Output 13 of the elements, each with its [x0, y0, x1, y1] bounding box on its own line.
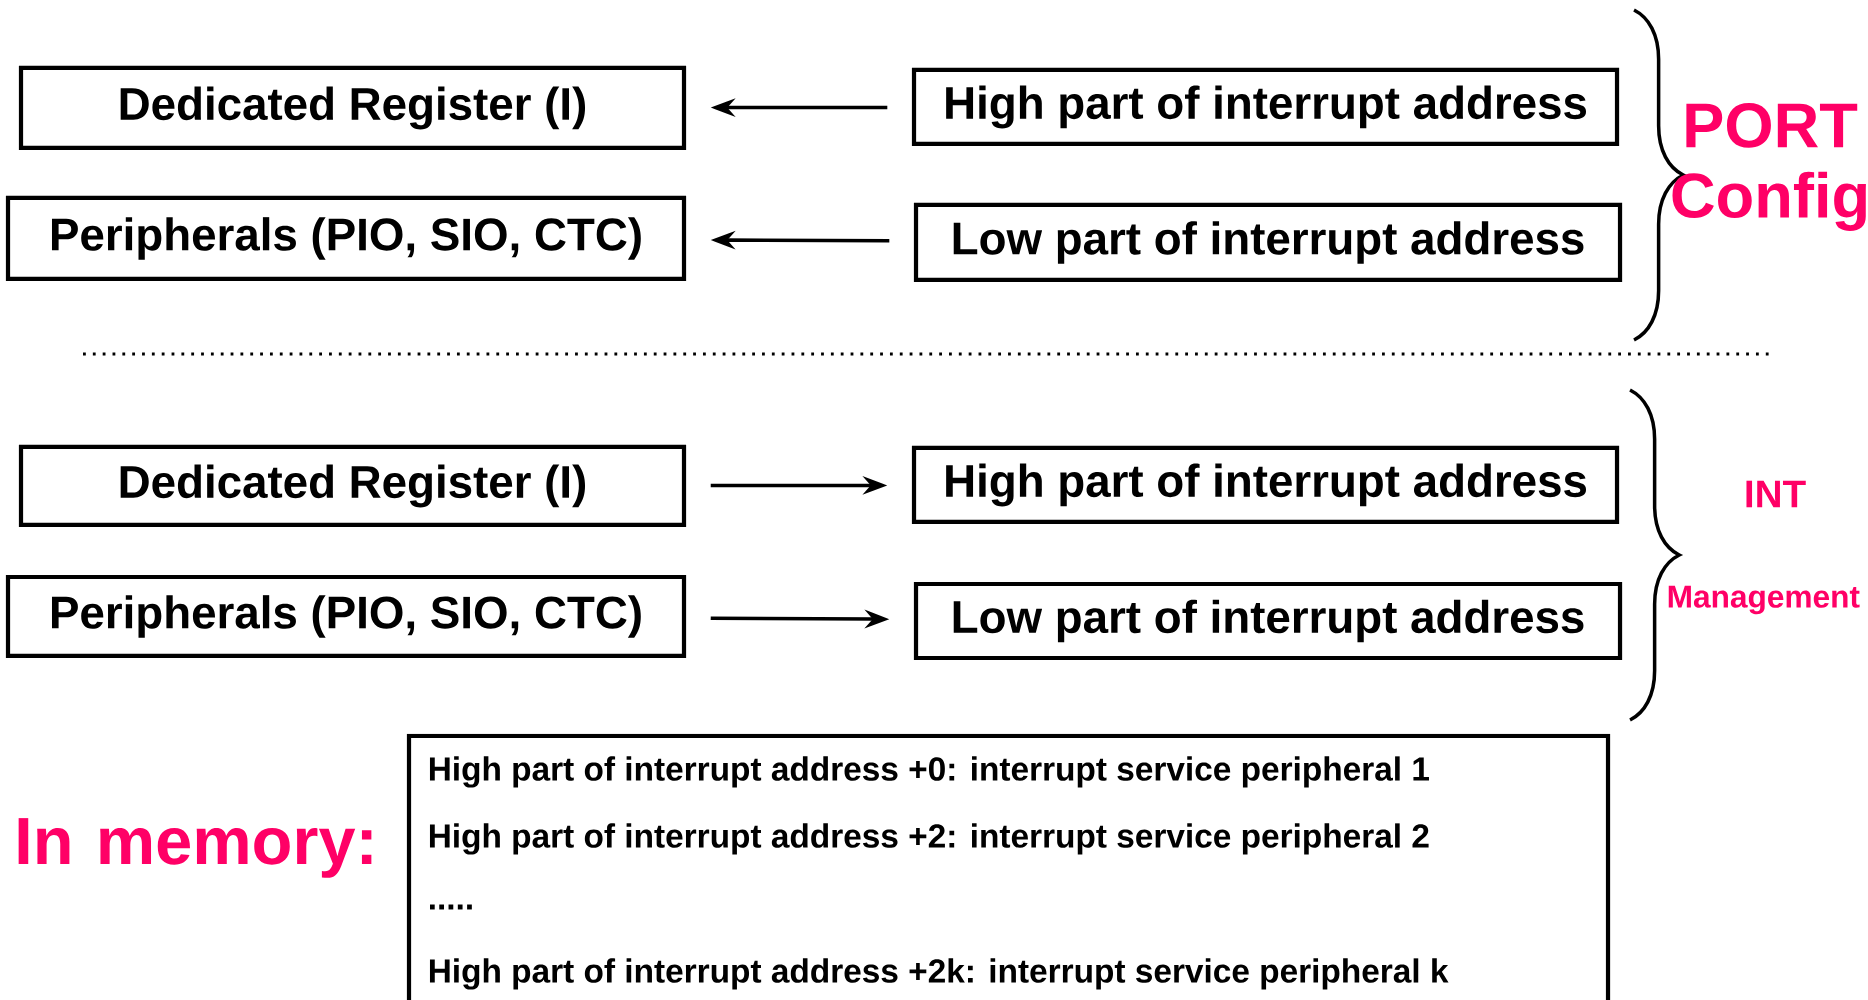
text-box: Dedicated Register (I) — [18, 444, 687, 528]
label: PORT Config — [1672, 103, 1866, 231]
memory-table: High part of interrupt address +0: interrupt service peripheral 1 High part of interrupt address +2: interrupt service peripheral 2 ..... High part of interrupt address +2k: interrupt service peripheral k — [406, 733, 1611, 1000]
text-box: Peripherals (PIO, SIO, CTC) — [5, 195, 687, 282]
text-box: High part of interrupt address — [911, 445, 1620, 525]
text-box: Low part of interrupt address — [913, 581, 1623, 661]
text-box: Low part of interrupt address — [913, 202, 1623, 283]
label: Management — [1668, 585, 1860, 615]
text-box: Dedicated Register (I) — [18, 65, 687, 151]
label: INT — [1746, 480, 1806, 508]
label: In memory: — [18, 818, 372, 878]
text-box: High part of interrupt address — [911, 67, 1620, 147]
text-box: Peripherals (PIO, SIO, CTC) — [5, 574, 687, 659]
